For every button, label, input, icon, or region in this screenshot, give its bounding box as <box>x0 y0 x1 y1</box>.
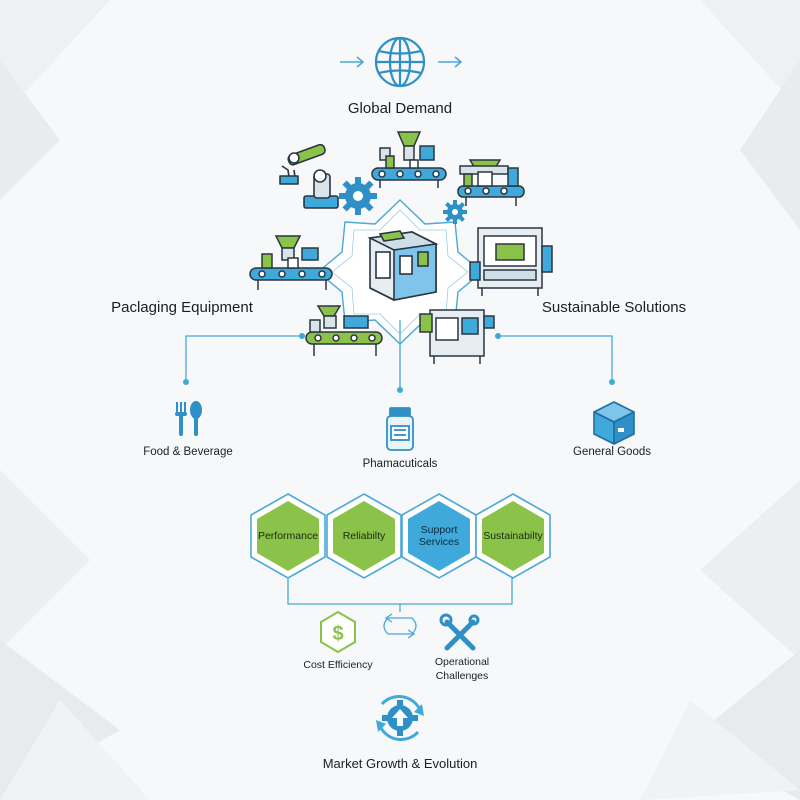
small-gear-icon <box>443 200 467 224</box>
bottling-conveyor-icon <box>457 159 525 206</box>
fork-spoon-icon <box>175 401 202 436</box>
growth-cycle-icon <box>376 694 424 742</box>
hexagon-sustainability <box>475 493 551 579</box>
packaging-machine-icon <box>367 230 439 301</box>
box-icon <box>593 401 635 445</box>
gear-icon <box>339 177 377 215</box>
wrench-screwdriver-icon <box>439 613 480 651</box>
svg-text:$: $ <box>332 623 343 645</box>
support-services-label: Support Services <box>418 524 460 548</box>
pharmaceuticals-label: Phamacuticals <box>362 458 438 470</box>
reliability-label: Reliabilty <box>342 530 386 542</box>
food-beverage-label: Food & Beverage <box>143 446 233 458</box>
robot-arm-icon <box>279 143 339 209</box>
operational-challenges-label: Operational Challenges <box>434 656 490 682</box>
wrapping-machine-icon <box>469 227 553 296</box>
arrow-left-to-globe <box>340 56 365 68</box>
factor-connectors <box>287 578 513 639</box>
filler-conveyor-icon <box>249 235 333 290</box>
medicine-bottle-icon <box>386 407 414 451</box>
general-goods-label: General Goods <box>573 446 651 458</box>
sustainable-solutions-label: Sustainable Solutions <box>541 299 687 316</box>
packaging-equipment-label: Paclaging Equipment <box>111 299 253 316</box>
market-growth-label: Market Growth & Evolution <box>322 756 478 771</box>
connector-dots <box>183 333 615 393</box>
globe-icon <box>374 36 426 88</box>
arrow-right-from-globe <box>438 56 463 68</box>
hexagon-reliability <box>326 493 402 579</box>
sector-connectors <box>185 320 613 390</box>
filling-conveyor-icon <box>371 131 447 188</box>
dollar-hexagon-icon: $ <box>320 610 356 654</box>
labeling-conveyor-icon <box>305 305 383 356</box>
performance-label: Performance <box>257 530 319 542</box>
sustainability-label: Sustainabilty <box>483 530 543 542</box>
hexagon-support-services <box>401 493 477 579</box>
sealing-machine-icon <box>419 309 495 364</box>
global-demand-label: Global Demand <box>347 100 453 117</box>
cost-efficiency-label: Cost Efficiency <box>303 659 373 671</box>
hexagon-performance <box>250 493 326 579</box>
